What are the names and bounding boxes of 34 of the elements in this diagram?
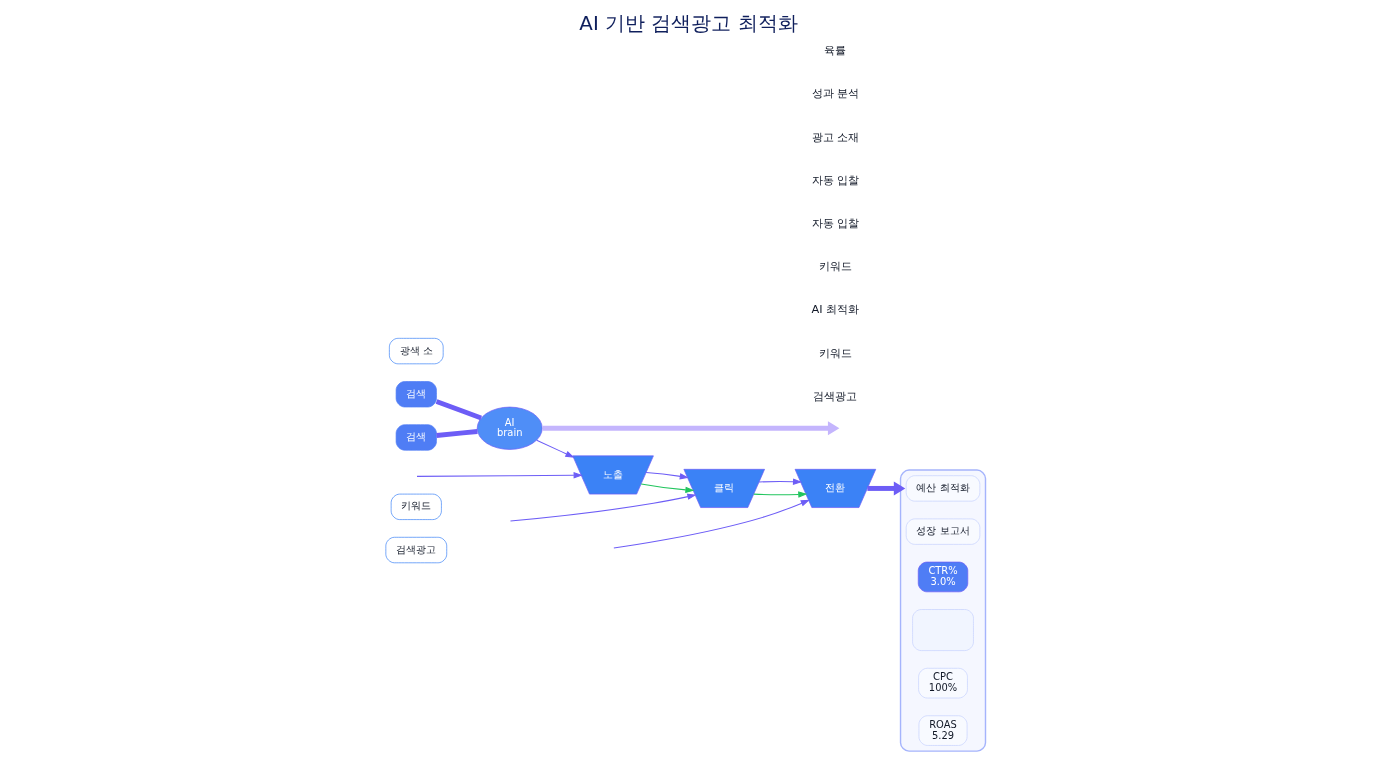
arrow [640, 483, 695, 494]
arrow [416, 472, 583, 479]
node-box: CTR% 3.0% [917, 561, 968, 593]
arrow [535, 439, 575, 458]
node-box: 성장 보고서 [905, 518, 980, 545]
arrow [509, 486, 697, 522]
node-box: 검색 [395, 424, 437, 451]
connector [435, 428, 478, 438]
arrow [866, 481, 905, 496]
node-box: 검색 [395, 381, 437, 408]
node-box: 키워드 [390, 493, 442, 520]
label: 광고 소재 [811, 129, 859, 144]
label: 검색광고 [812, 388, 857, 403]
label: 성과 분석 [811, 86, 859, 101]
label: AI 최적화 [811, 302, 859, 317]
label: 키워드 [818, 345, 852, 360]
arrow [612, 499, 810, 549]
arrow [645, 472, 689, 480]
label: 자동 입찰 [811, 172, 859, 187]
label: 자동 입찰 [811, 216, 859, 231]
node-ellipse: AI brain [476, 406, 543, 450]
node-box: ROAS 5.29 [918, 715, 967, 746]
node-box: 광색 소 [388, 337, 444, 365]
node-box: CPC 100% [917, 667, 968, 699]
diagram-title: AI 기반 검색광고 최적화 [578, 11, 798, 35]
connector [435, 399, 482, 421]
arrow [758, 478, 802, 485]
label: 육률 [823, 43, 846, 58]
node-box: 검색광고 [384, 536, 447, 564]
arrow [752, 491, 807, 498]
label: 키워드 [818, 259, 852, 274]
cluster [899, 469, 986, 752]
node-box: 예산 최적화 [905, 475, 980, 502]
node-box [911, 609, 974, 651]
